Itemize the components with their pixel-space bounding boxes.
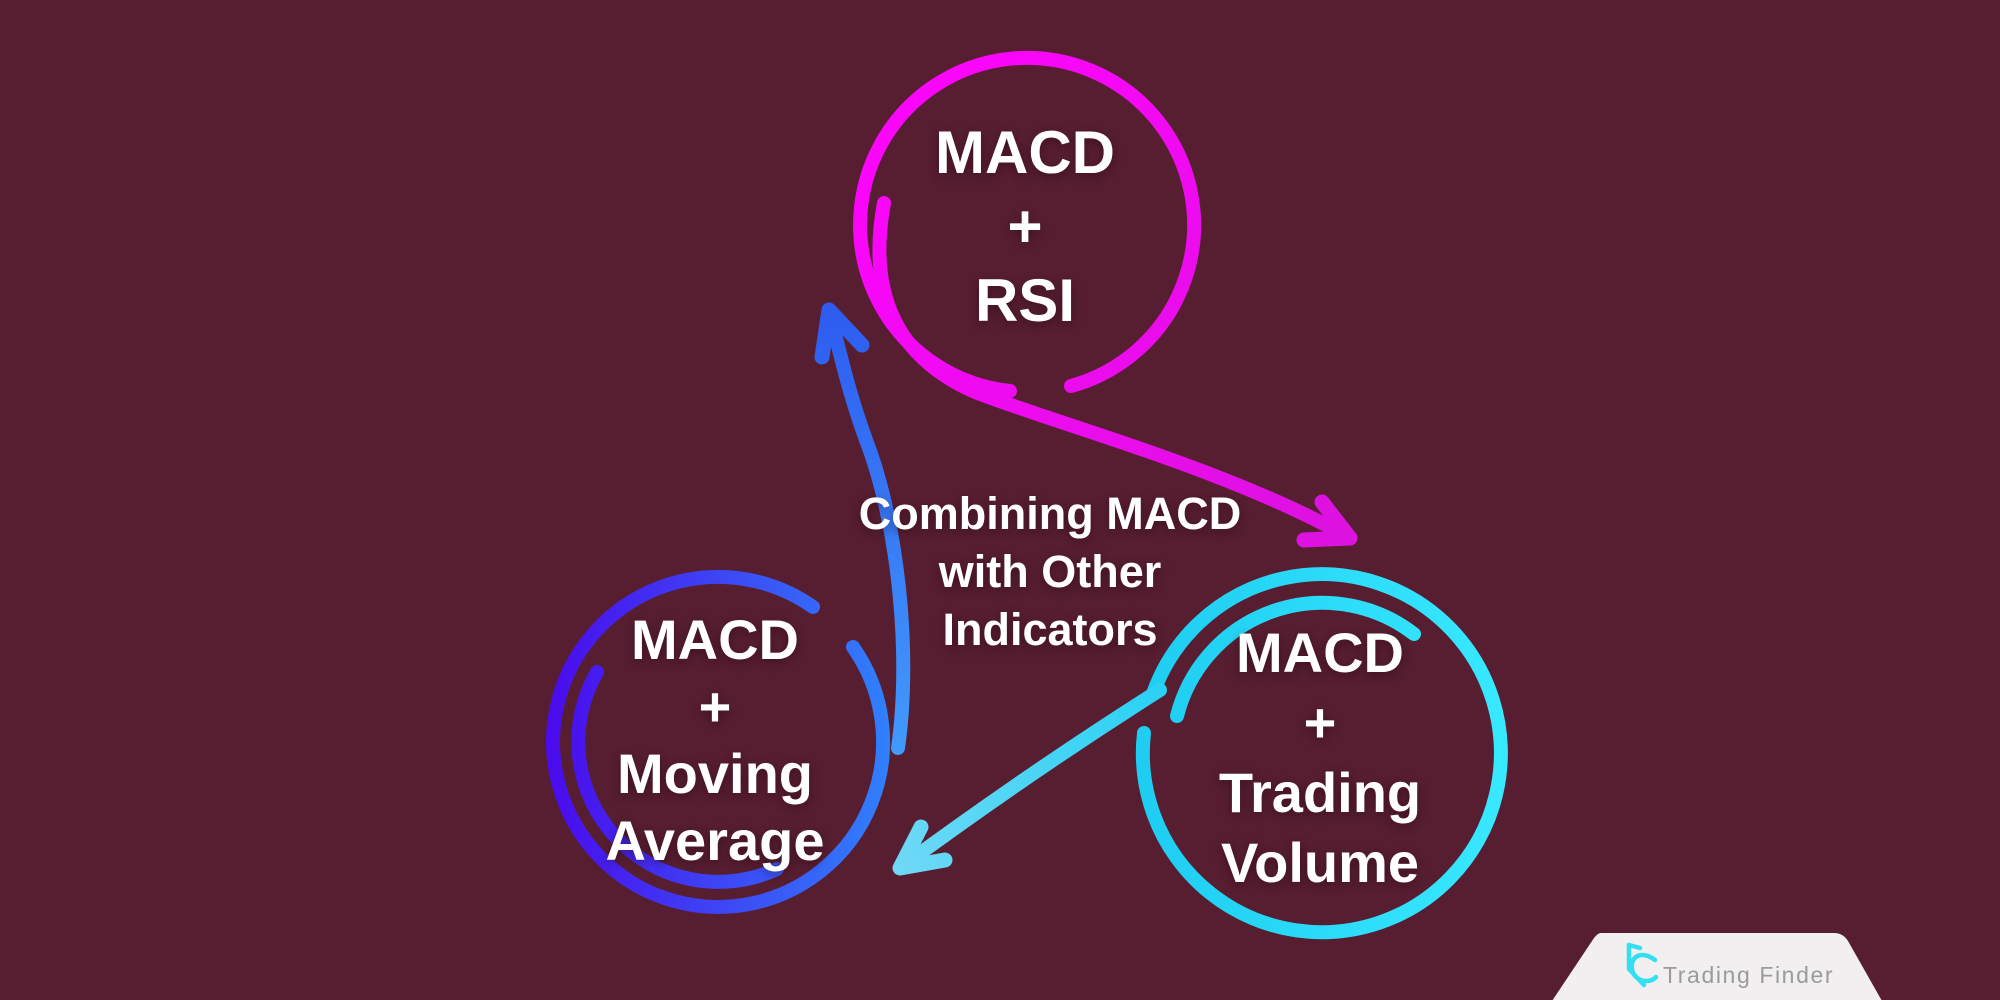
center-caption: Combining MACD with Other Indicators <box>859 485 1241 659</box>
node-line: Moving <box>617 742 813 805</box>
brand-plate-shape <box>1552 933 1882 1000</box>
caption-line: Indicators <box>942 604 1158 655</box>
node-line: + <box>698 675 732 738</box>
node-line: MACD <box>631 608 799 671</box>
ring-macd-trading-volume-outline <box>1135 567 1508 940</box>
arrow-head-rsi-to-volume <box>1296 494 1358 548</box>
node-line: + <box>1007 193 1043 260</box>
trading-finder-logo-icon <box>1626 942 1659 988</box>
node-label-macd-rsi: MACD + RSI <box>935 116 1115 338</box>
node-line: MACD <box>935 119 1115 186</box>
ring-macd-moving-average-inner-arc <box>571 665 784 889</box>
ring-macd-trading-volume-inner-arc <box>1170 595 1421 723</box>
arrow-head-trading-volume-to-moving-average <box>892 819 953 876</box>
node-line: MACD <box>1236 621 1404 684</box>
ring-macd-rsi-inner-arc-and-arrow-to-volume <box>872 196 1357 545</box>
arrow-trading-volume-to-moving-average <box>893 683 1167 875</box>
arrow-head-moving-average-to-rsi <box>814 302 870 365</box>
ring-macd-moving-average-outline <box>546 570 890 914</box>
node-line: Volume <box>1220 831 1420 894</box>
brand-plate <box>1552 933 1882 1000</box>
node-line: + <box>1303 691 1337 754</box>
caption-line: with Other <box>938 546 1162 597</box>
node-label-macd-trading-volume: MACD + Trading Volume <box>1219 618 1421 898</box>
node-line: Average <box>605 809 825 872</box>
node-line: RSI <box>974 267 1076 334</box>
caption-line: Combining MACD <box>858 488 1242 539</box>
node-line: Trading <box>1218 761 1422 824</box>
arrow-moving-average-to-rsi <box>822 305 911 755</box>
trading-finder-logo-text: Trading Finder <box>1663 962 1835 988</box>
node-label-macd-moving-average: MACD + Moving Average <box>606 606 825 874</box>
